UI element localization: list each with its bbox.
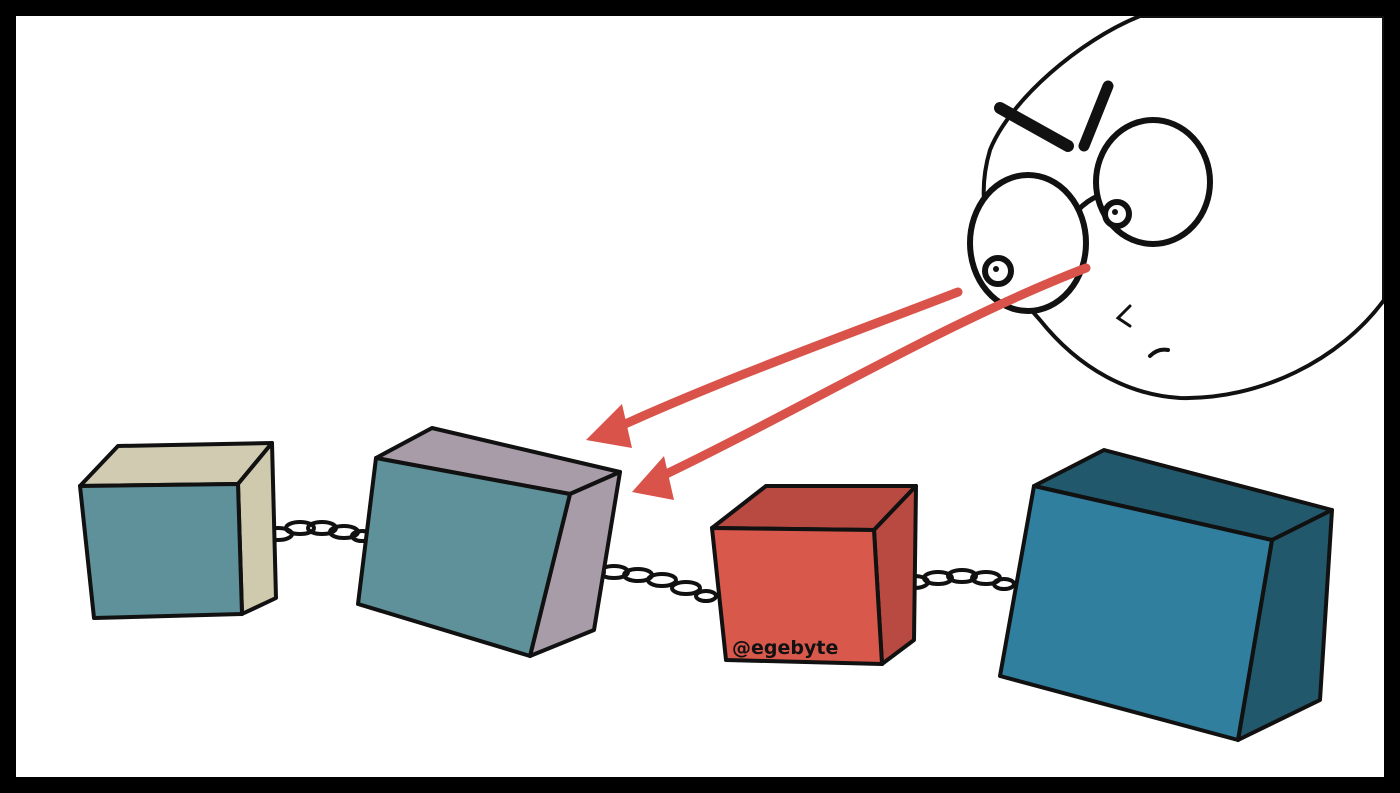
glasses-bridge bbox=[1076, 193, 1099, 212]
pupil-left-dot bbox=[993, 266, 999, 272]
chain-1 bbox=[262, 520, 374, 543]
chain-3 bbox=[898, 568, 1016, 591]
arrow-lower bbox=[653, 263, 1091, 483]
arrow-upper-head bbox=[586, 404, 632, 448]
arrow-lower-head bbox=[632, 456, 674, 500]
block-3-front bbox=[710, 526, 884, 666]
block-2 bbox=[356, 426, 622, 658]
eyebrow-left bbox=[994, 102, 1074, 152]
block-1-front bbox=[78, 482, 244, 620]
block-3: @egebyte bbox=[710, 484, 918, 666]
sight-arrows bbox=[586, 263, 1091, 500]
block-2-front bbox=[356, 456, 572, 658]
eyebrow-right bbox=[1078, 80, 1114, 152]
signature: @egebyte bbox=[732, 637, 838, 659]
block-4 bbox=[998, 448, 1334, 742]
illustration: @egebyte bbox=[78, 16, 1384, 742]
comic-panel: @egebyte bbox=[16, 16, 1384, 777]
pupil-right-dot bbox=[1112, 209, 1118, 215]
nose bbox=[1115, 304, 1132, 328]
mouth bbox=[1148, 347, 1170, 358]
observer-head bbox=[967, 16, 1384, 401]
arrow-upper bbox=[607, 287, 963, 435]
block-4-front bbox=[998, 484, 1274, 742]
block-1 bbox=[78, 441, 278, 620]
